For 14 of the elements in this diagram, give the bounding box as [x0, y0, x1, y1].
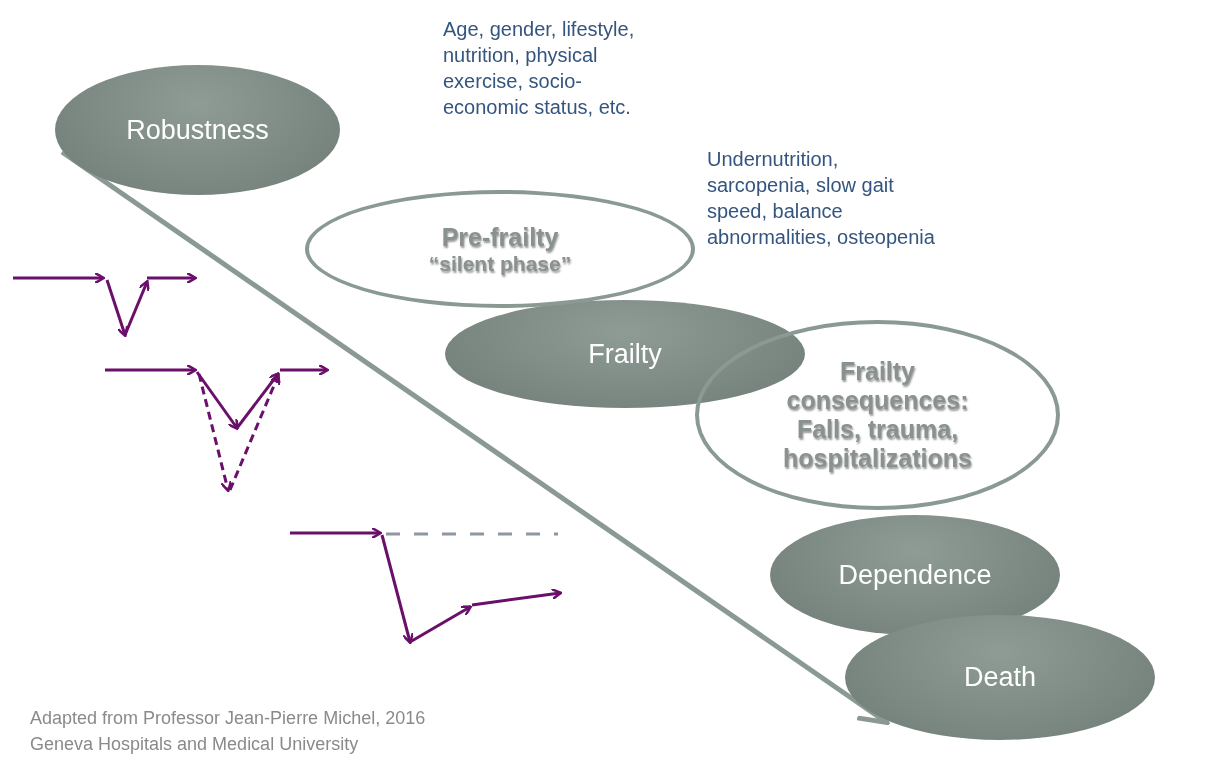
source-caption: Adapted from Professor Jean-Pierre Michel, 2016 Geneva Hospitals and Medical University: [30, 707, 427, 756]
progression-arrow: [60, 149, 890, 726]
stage-subtitle: “silent phase”: [428, 251, 572, 276]
factor-note: Age, gender, lifestyle, nutrition, physical exercise, socio-economic status, etc.: [443, 17, 636, 120]
stage-title: Pre-frailty: [441, 222, 559, 252]
stage-title: Robustness: [126, 114, 269, 146]
stage-title: Frailty: [588, 338, 662, 370]
stage-title: Death: [963, 662, 1037, 693]
stage-title: Frailty consequences:: [785, 357, 970, 415]
outlined-stage-ellipse: [305, 190, 695, 308]
stage-title: Dependence: [838, 559, 992, 591]
outlined-stage-ellipse: [695, 320, 1060, 510]
factor-note: Undernutrition, sarcopenia, slow gait speed, balance abnormalities, osteopenia: [707, 147, 936, 250]
stage-subtitle: Falls, trauma, hospitalizations: [782, 415, 973, 473]
